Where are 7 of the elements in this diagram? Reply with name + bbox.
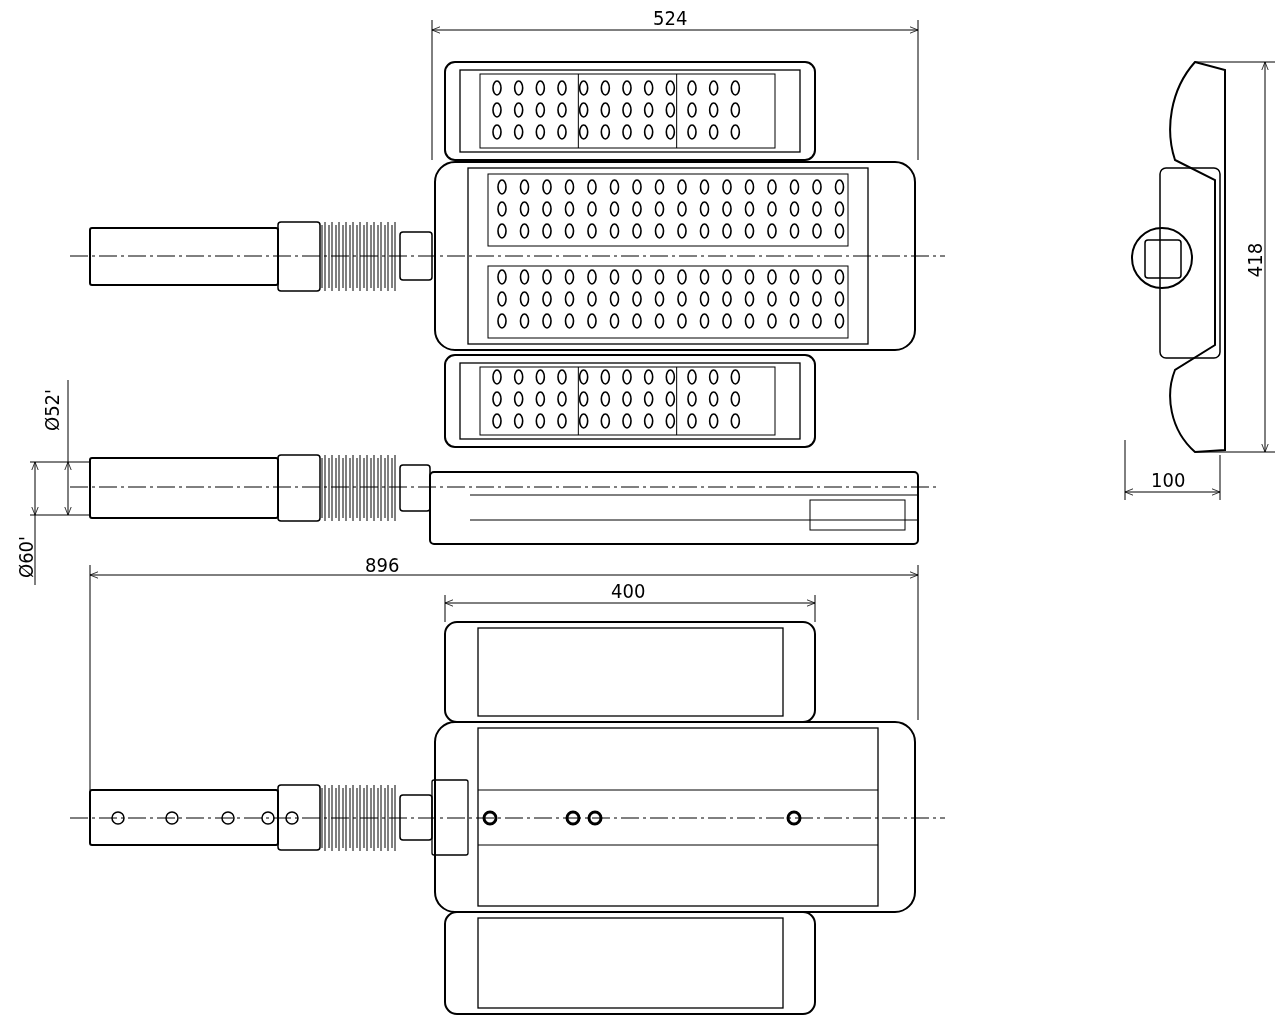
dimension-label: 524 <box>653 8 688 28</box>
dimension-label: 418 <box>1245 242 1266 278</box>
dimension-label: Ø60' <box>16 536 36 578</box>
dimension-label: 896 <box>365 555 400 575</box>
dimension-label: 100 <box>1151 470 1186 490</box>
dimension-label: Ø52' <box>42 389 62 431</box>
dimension-label: 400 <box>611 581 646 601</box>
